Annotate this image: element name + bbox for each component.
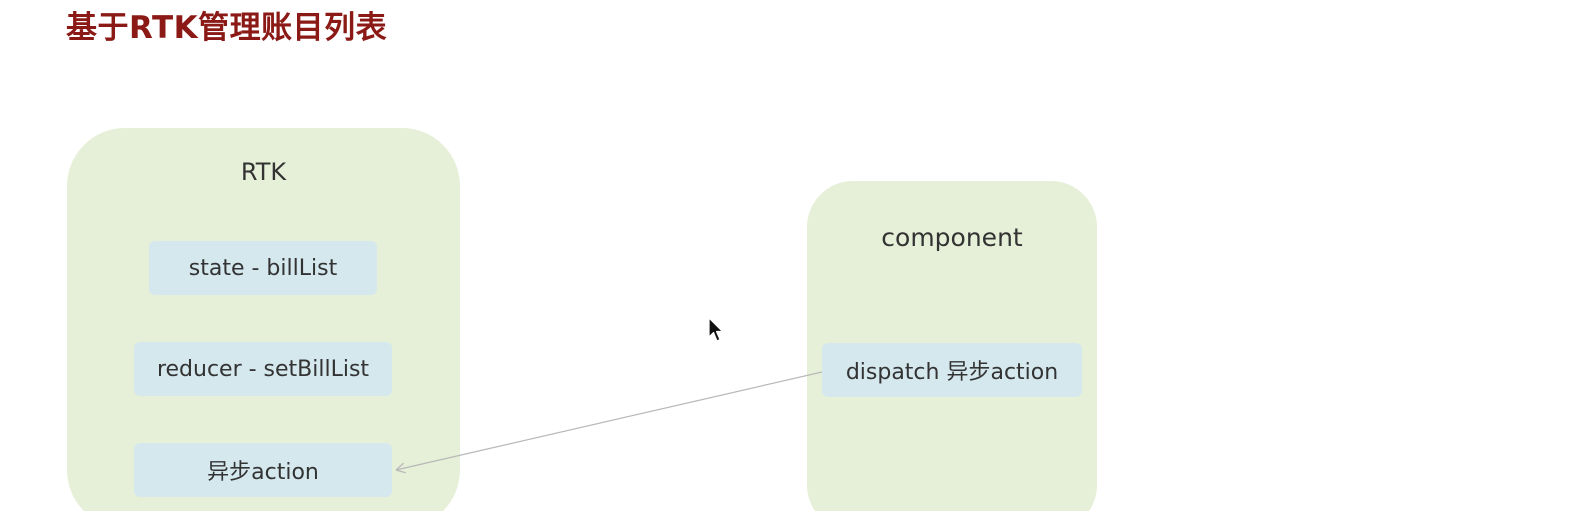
slide-title: 基于RTK管理账目列表 (66, 10, 388, 46)
reducer-setbilllist-node: reducer - setBillList (134, 342, 392, 396)
component-group-label: component (881, 223, 1023, 252)
dispatch-async-action-node: dispatch 异步action (822, 343, 1082, 397)
mouse-pointer-icon (708, 317, 724, 342)
async-action-node: 异步action (134, 443, 392, 497)
state-billlist-node: state - billList (149, 241, 377, 295)
rtk-group-label: RTK (240, 158, 287, 186)
